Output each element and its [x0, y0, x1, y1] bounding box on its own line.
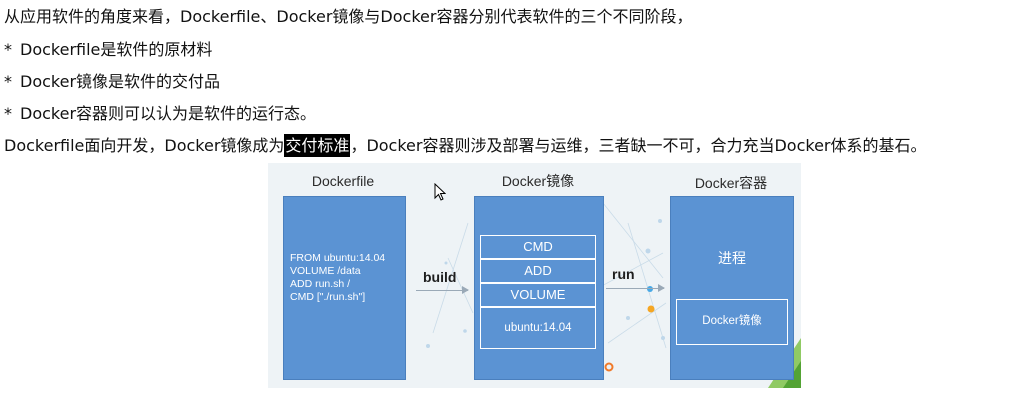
- bullet-text: Docker容器则可以认为是软件的运行态。: [20, 104, 317, 123]
- container-image-box: Docker镜像: [676, 299, 788, 345]
- bullet-mark: *: [4, 40, 12, 59]
- build-label: build: [423, 269, 457, 285]
- bullet-text: Docker镜像是软件的交付品: [20, 72, 221, 91]
- summary-after: ，Docker容器则涉及部署与运维，三者缺一不可，合力充当Docker体系的基石…: [350, 136, 927, 155]
- process-label: 进程: [718, 250, 746, 266]
- code-line-1: FROM ubuntu:14.04: [290, 252, 386, 264]
- bullet-item-1: * Dockerfile是软件的原材料: [4, 39, 212, 61]
- intro-text: 从应用软件的角度来看，Dockerfile、Docker镜像与Docker容器分…: [4, 7, 693, 26]
- highlighted-text[interactable]: 交付标准: [284, 134, 351, 157]
- image-box: CMD ADD VOLUME ubuntu:14.04: [474, 196, 604, 380]
- bullet-item-2: * Docker镜像是软件的交付品: [4, 71, 220, 93]
- layer-add: ADD: [480, 259, 596, 283]
- summary-text: Dockerfile面向开发，Docker镜像成为交付标准，Docker容器则涉…: [4, 134, 927, 157]
- layer-base: ubuntu:14.04: [480, 307, 596, 349]
- build-arrow: [416, 286, 469, 294]
- container-box: 进程 Docker镜像: [670, 196, 794, 380]
- container-title: Docker容器: [694, 175, 768, 191]
- summary-before: Dockerfile面向开发，Docker镜像成为: [4, 136, 285, 155]
- image-title: Docker镜像: [501, 173, 575, 189]
- code-line-3: ADD run.sh /: [290, 278, 351, 290]
- mouse-pointer-icon: [434, 183, 446, 201]
- bullet-text: Dockerfile是软件的原材料: [20, 40, 213, 59]
- container-image-label: Docker镜像: [702, 315, 762, 327]
- dockerfile-box: FROM ubuntu:14.04 VOLUME /data ADD run.s…: [283, 196, 406, 380]
- layer-cmd: CMD: [480, 235, 596, 259]
- dockerfile-title: Dockerfile: [311, 173, 375, 189]
- run-arrow: [606, 284, 665, 292]
- bullet-mark: *: [4, 104, 12, 123]
- code-line-2: VOLUME /data: [290, 265, 361, 277]
- bullet-item-3: * Docker容器则可以认为是软件的运行态。: [4, 103, 316, 125]
- layer-volume: VOLUME: [480, 283, 596, 307]
- run-label: run: [612, 266, 635, 282]
- bullet-mark: *: [4, 72, 12, 91]
- docker-diagram: Dockerfile Docker镜像 Docker容器 FROM ubuntu…: [268, 163, 801, 388]
- code-line-4: CMD ["./run.sh"]: [290, 291, 366, 303]
